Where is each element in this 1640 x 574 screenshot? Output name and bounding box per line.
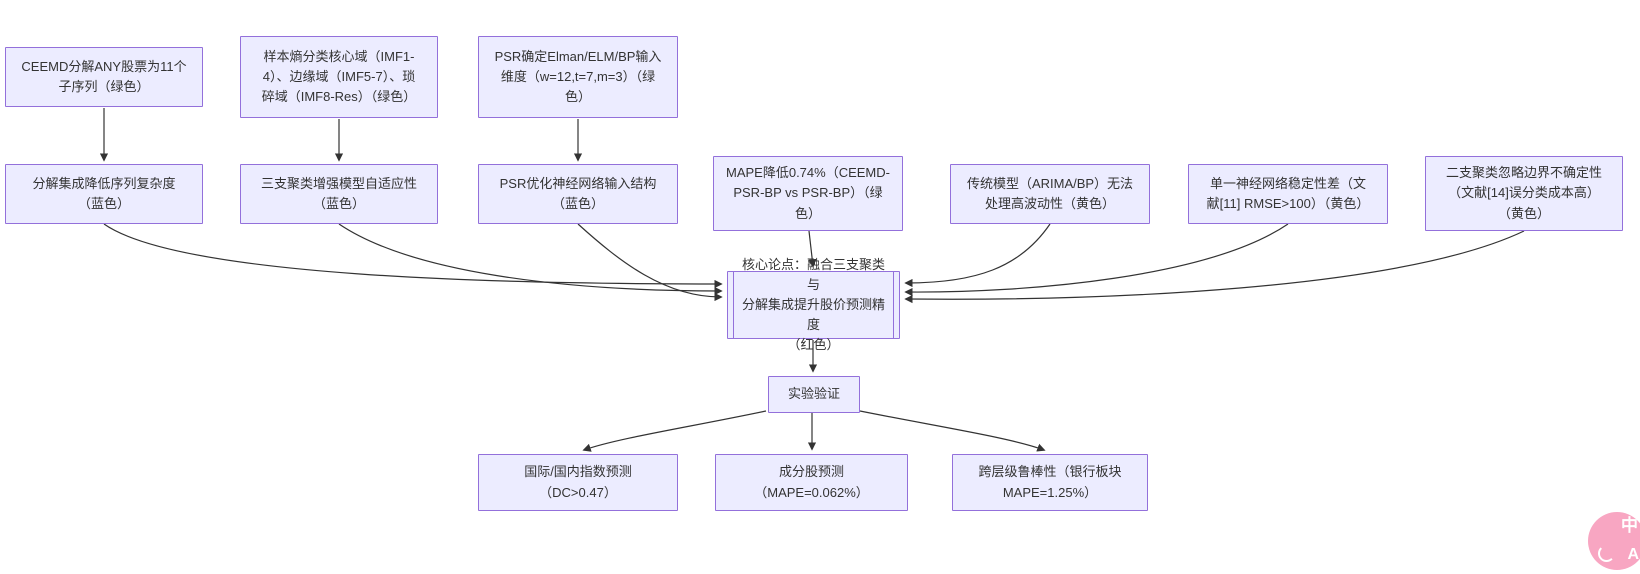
node-three-way-adaptivity: 三支聚类增强模型自适应性 （蓝色） <box>240 164 438 224</box>
latin-char-icon: A <box>1627 546 1639 563</box>
translate-float-button[interactable]: 中 A <box>1588 512 1640 570</box>
node-index-prediction: 国际/国内指数预测 （DC>0.47） <box>478 454 678 511</box>
node-mape-reduction: MAPE降低0.74%（CEEMD- PSR-BP vs PSR-BP）（绿 色… <box>713 156 903 231</box>
node-decompose-complexity: 分解集成降低序列复杂度 （蓝色） <box>5 164 203 224</box>
node-core-thesis: 核心论点：融合三支聚类与 分解集成提升股价预测精度 （红色） <box>727 257 900 352</box>
node-constituent-prediction: 成分股预测 （MAPE=0.062%） <box>715 454 908 511</box>
node-psr-input-structure: PSR优化神经网络输入结构 （蓝色） <box>478 164 678 224</box>
node-psr-input-dimension: PSR确定Elman/ELM/BP输入 维度（w=12,t=7,m=3）（绿 色… <box>478 36 678 118</box>
node-two-way-boundary-issue: 二支聚类忽略边界不确定性 （文献[14]误分类成本高） （黄色） <box>1425 156 1623 231</box>
chinese-char-icon: 中 <box>1621 516 1638 535</box>
rotate-arc-icon <box>1598 545 1615 562</box>
node-traditional-model-limit: 传统模型（ARIMA/BP）无法 处理高波动性（黄色） <box>950 164 1150 224</box>
node-single-nn-instability: 单一神经网络稳定性差（文 献[11] RMSE>100）（黄色） <box>1188 164 1388 224</box>
node-ceemd-decompose: CEEMD分解ANY股票为11个 子序列（绿色） <box>5 47 203 107</box>
node-sample-entropy-domains: 样本熵分类核心域（IMF1- 4）、边缘域（IMF5-7）、琐 碎域（IMF8-… <box>240 36 438 118</box>
node-experiment-validation: 实验验证 <box>768 376 860 413</box>
node-cross-level-robustness: 跨层级鲁棒性（银行板块 MAPE=1.25%） <box>952 454 1148 511</box>
